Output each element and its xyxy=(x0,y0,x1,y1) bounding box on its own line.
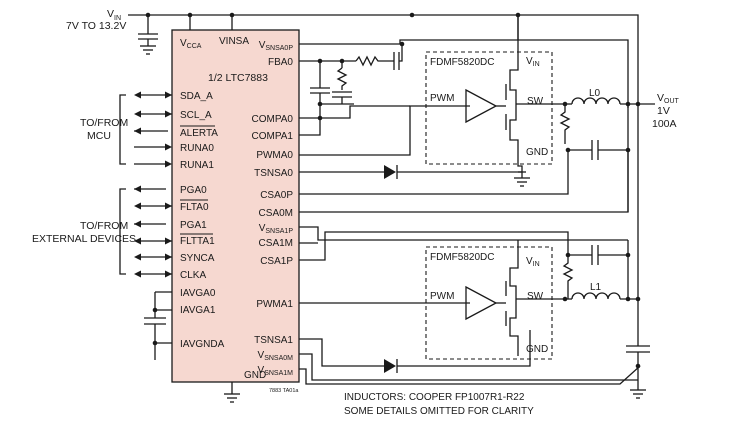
pin-scl-a: SCL_A xyxy=(180,110,212,121)
mcu-group-label-1: TO/FROM xyxy=(80,117,128,129)
iavg-capacitor xyxy=(144,291,172,360)
ps-bottom-gnd: GND xyxy=(526,344,548,355)
mcu-group-label-2: MCU xyxy=(87,130,111,142)
pin-vsnsa1m: VSNSA1M xyxy=(258,365,294,377)
comp-resistor xyxy=(336,67,348,90)
pin-tsnsa0: TSNSA0 xyxy=(254,168,293,179)
left-pin-labels: SDA_A SCL_A ALERTA RUNA0 RUNA1 PGA0 FLTA… xyxy=(180,91,225,350)
ps-bottom-driver xyxy=(465,285,498,321)
power-stage-top-part: FDMF5820DC xyxy=(430,57,494,68)
mcu-signals xyxy=(119,91,172,168)
pin-csa1m: CSA1M xyxy=(259,238,293,249)
ps-bottom-vin: VIN xyxy=(526,256,540,268)
pin-flta0: FLTA0 xyxy=(180,202,209,213)
ext-group-label-1: TO/FROM xyxy=(80,220,128,232)
pin-csa1p: CSA1P xyxy=(260,256,293,267)
dcr-resistor-top xyxy=(559,104,571,144)
external-device-signals xyxy=(119,185,172,278)
pin-pga1: PGA1 xyxy=(180,220,207,231)
pin-synca: SYNCA xyxy=(180,253,215,264)
dcr-resistor-bottom xyxy=(562,255,574,299)
pin-iavga0: IAVGA0 xyxy=(180,288,216,299)
pin-alerta: ALERTA xyxy=(180,128,218,139)
ps-top-pwm: PWM xyxy=(430,93,454,104)
note-inductors: INDUCTORS: COOPER FP1007R1-R22 xyxy=(344,392,525,403)
pin-vsnsa1p: VSNSA1P xyxy=(259,223,294,235)
pin-pwma1: PWMA1 xyxy=(256,299,293,310)
l0-label: L0 xyxy=(589,88,601,99)
pin-iavga1: IAVGA1 xyxy=(180,305,216,316)
ps-bottom-sw: SW xyxy=(527,291,544,302)
vin-rail xyxy=(128,14,639,300)
pin-csa0p: CSA0P xyxy=(260,190,293,201)
vout-voltage: 1V xyxy=(657,105,670,117)
ps-bottom-pwm: PWM xyxy=(430,291,454,302)
chip-ground xyxy=(224,382,240,403)
ps-top-gnd: GND xyxy=(526,147,548,158)
pin-pwma0: PWMA0 xyxy=(256,150,293,161)
pin-pga0: PGA0 xyxy=(180,185,207,196)
l1-label: L1 xyxy=(590,282,602,293)
pin-gnd: GND xyxy=(244,370,266,381)
pin-fba0: FBA0 xyxy=(268,57,293,68)
fb-resistor xyxy=(355,55,394,67)
pin-runa0: RUNA0 xyxy=(180,143,214,154)
pin-csa0m: CSA0M xyxy=(259,208,293,219)
power-stage-top xyxy=(425,51,553,165)
pin-iavgnda: IAVGNDA xyxy=(180,339,225,350)
pin-runa1: RUNA1 xyxy=(180,160,214,171)
vin-range: 7V TO 13.2V xyxy=(66,20,126,32)
pin-tsnsa1: TSNSA1 xyxy=(254,335,293,346)
pin-vcca: VCCA xyxy=(180,38,202,50)
pin-vinsa: VINSA xyxy=(219,36,249,47)
tsnsa1-diode xyxy=(384,359,396,373)
vin-label: VIN 7V TO 13.2V xyxy=(66,8,126,32)
ps-top-sw: SW xyxy=(527,96,544,107)
pin-sda-a: SDA_A xyxy=(180,91,213,102)
vout-current: 100A xyxy=(652,118,677,130)
inductor-l1 xyxy=(571,292,621,300)
pin-compa0: COMPA0 xyxy=(252,114,294,125)
vin-bypass-capacitor xyxy=(138,15,158,55)
pin-vsnsa0m: VSNSA0M xyxy=(258,350,294,362)
pin-compa1: COMPA1 xyxy=(252,131,294,142)
note-details: SOME DETAILS OMITTED FOR CLARITY xyxy=(344,406,534,417)
pin-vsnsa0p: VSNSA0P xyxy=(259,40,294,52)
ltc7883-chip xyxy=(171,29,300,383)
vsnsa0p-trace xyxy=(299,39,629,108)
ps-top-driver xyxy=(465,88,498,124)
part-code: 7883 TA01a xyxy=(269,388,299,394)
tsnsa0-diode xyxy=(384,165,396,179)
pin-clka: CLKA xyxy=(180,270,206,281)
chip-name: 1/2 LTC7883 xyxy=(208,72,268,84)
inductor-l0 xyxy=(571,97,621,105)
power-stage-bottom xyxy=(425,246,553,360)
vout-label: VOUT xyxy=(657,92,680,105)
ps-top-vin: VIN xyxy=(526,56,540,68)
ext-group-label-2: EXTERNAL DEVICES xyxy=(32,233,136,245)
svg-text:VIN: VIN xyxy=(107,8,121,22)
pin-fltta1: FLTTA1 xyxy=(180,236,215,247)
power-stage-bottom-part: FDMF5820DC xyxy=(430,252,494,263)
right-pin-labels: VSNSA0P FBA0 COMPA0 COMPA1 PWMA0 TSNSA0 … xyxy=(244,40,293,381)
